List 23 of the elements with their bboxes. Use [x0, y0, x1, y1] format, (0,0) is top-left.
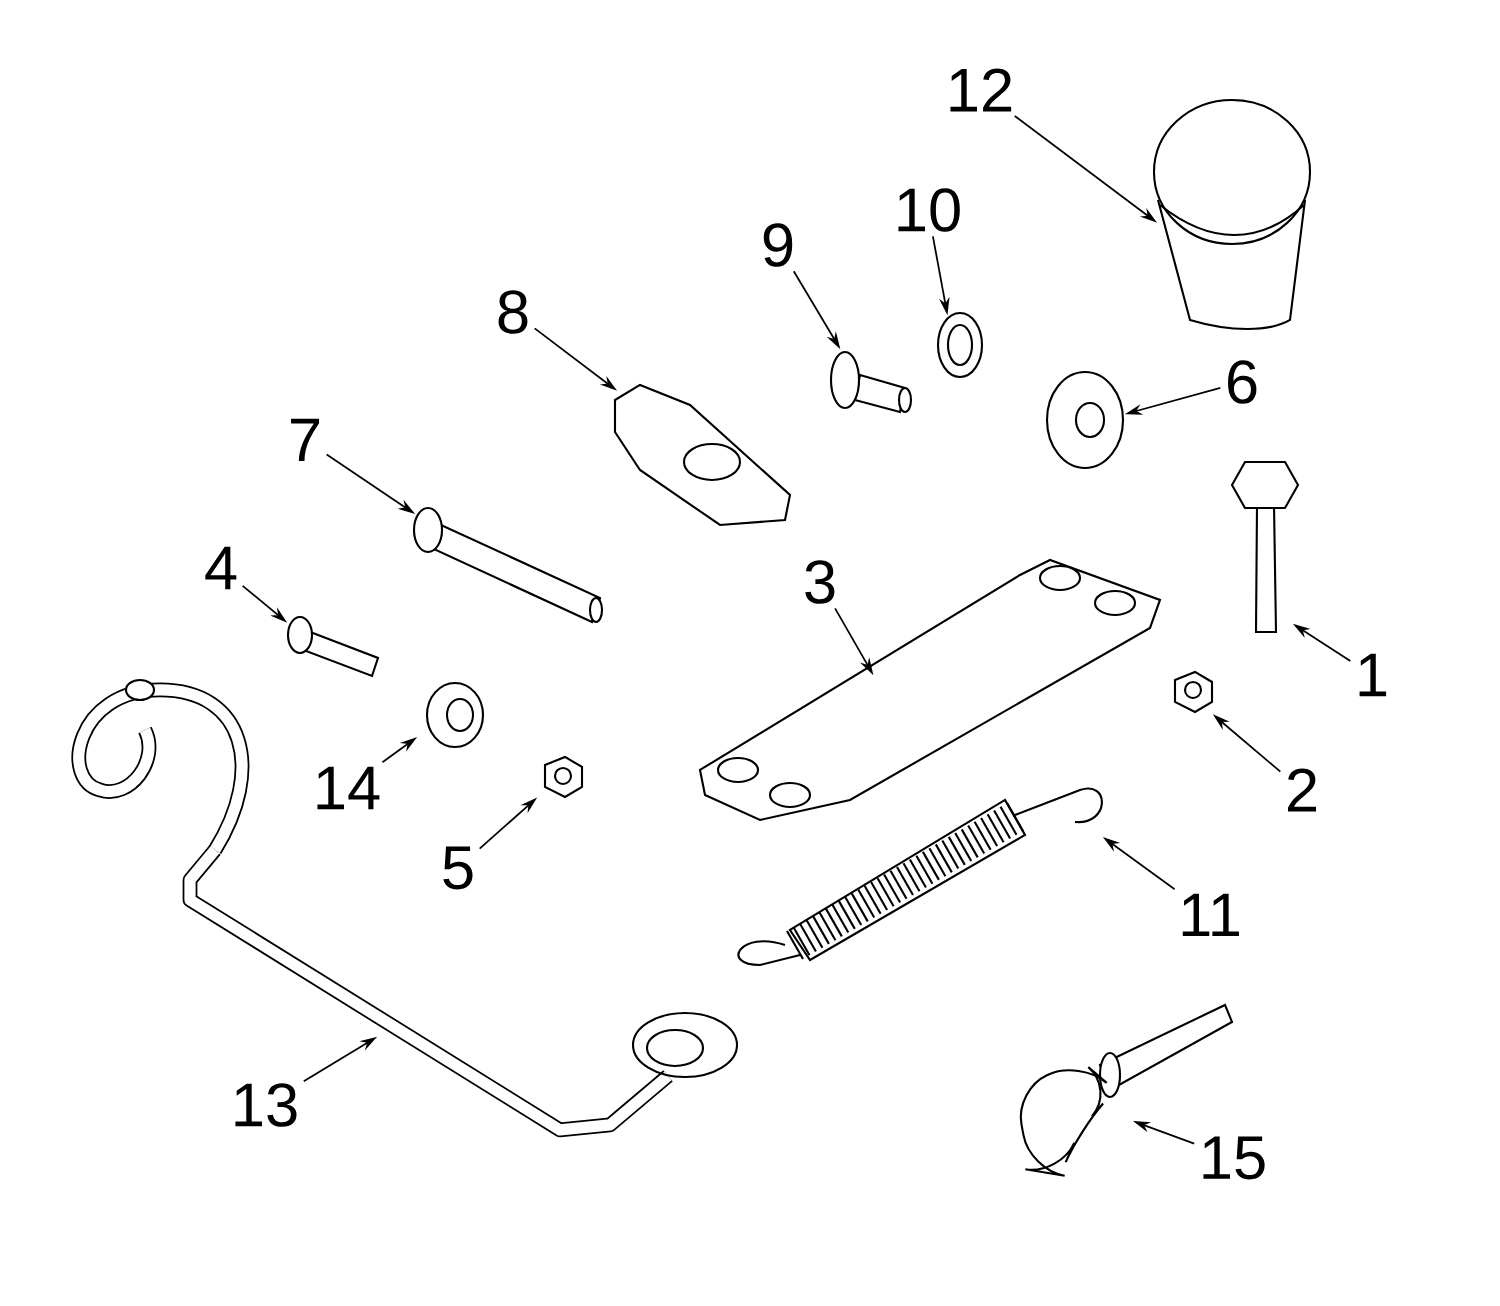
washer-drawing	[1045, 370, 1125, 470]
callout-number: 11	[1182, 893, 1239, 937]
callout-number: 3	[805, 560, 835, 604]
callout-number: 4	[205, 546, 237, 590]
callout-number: 1	[1359, 653, 1387, 697]
pin-drawing	[286, 615, 380, 678]
callout-number: 2	[1288, 768, 1317, 812]
bolt-drawing	[829, 350, 913, 414]
knob-drawing	[1152, 98, 1312, 331]
callout-number: 8	[498, 290, 528, 334]
callout-number: 7	[291, 418, 320, 462]
bushing-drawing	[936, 311, 984, 379]
spring-drawing	[737, 787, 1103, 967]
callout-number: 6	[1228, 360, 1257, 404]
callout-number: 9	[763, 223, 793, 267]
nut-drawing	[1173, 670, 1214, 714]
callout-number: 12	[950, 68, 1012, 112]
pin-drawing	[412, 506, 604, 624]
bolt-drawing	[1230, 460, 1300, 634]
bracket-drawing	[613, 383, 792, 527]
callout-number: 15	[1203, 1136, 1265, 1180]
rod-drawing	[71, 678, 739, 1138]
callout-number: 10	[898, 188, 960, 232]
